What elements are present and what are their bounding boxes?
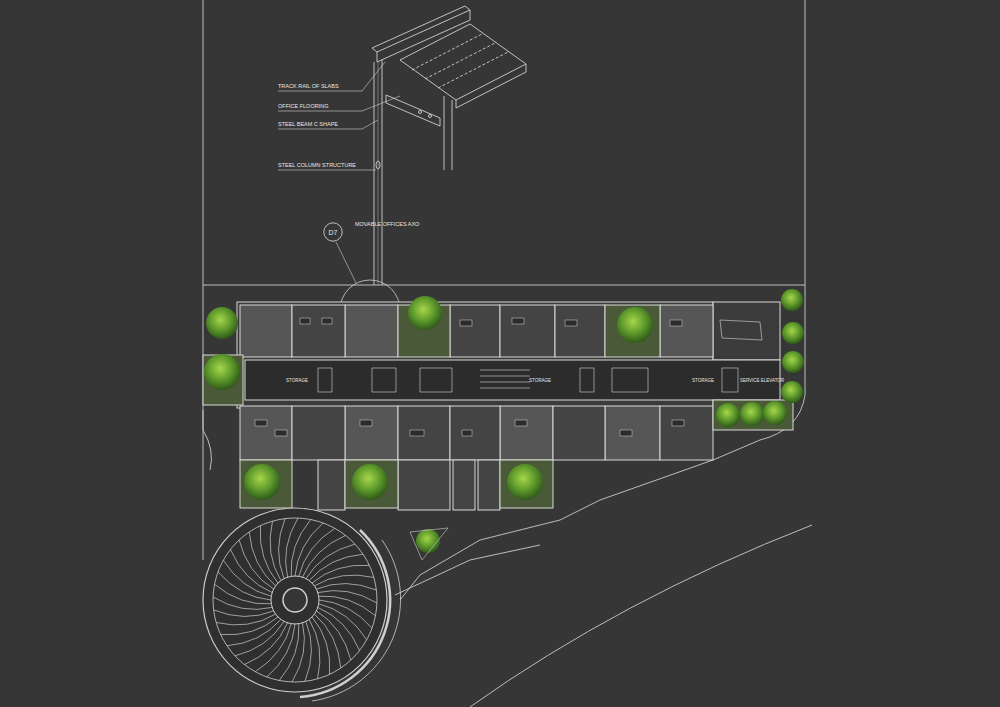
- trees: [204, 289, 804, 553]
- ramp-step: [260, 526, 278, 583]
- detail-title: MOVABLE OFFICES AXO: [355, 222, 419, 228]
- ramp-step: [312, 565, 369, 583]
- movable-office-axo: [372, 6, 526, 285]
- ramp-step: [230, 549, 272, 592]
- ramp-step: [319, 596, 376, 616]
- ramp-step: [244, 623, 287, 665]
- ramp-step: [319, 604, 367, 640]
- axo-label: TRACK RAIL OF SLABS: [278, 84, 339, 90]
- ramp-step: [221, 617, 278, 635]
- ramp-step: [312, 617, 330, 674]
- ramp-step: [318, 591, 377, 603]
- ramp-step: [309, 619, 320, 678]
- planter: [410, 528, 448, 560]
- ramp-step: [302, 535, 345, 577]
- ramp-step: [255, 624, 291, 672]
- ramp-step: [235, 621, 284, 655]
- ramp-step: [270, 521, 281, 580]
- building-plan: [203, 302, 793, 510]
- room-label: STORAGE: [529, 379, 551, 384]
- room-label: STORAGE: [286, 379, 308, 384]
- ramp-step: [316, 584, 376, 591]
- room-label: STORAGE: [692, 379, 714, 384]
- ramp-step: [314, 614, 340, 668]
- axo-label: STEEL COLUMN STRUCTURE: [278, 163, 356, 169]
- ramp-step: [223, 560, 271, 596]
- ramp-step: [306, 544, 355, 578]
- ramp-step: [309, 554, 363, 580]
- site-boundary: [203, 0, 812, 707]
- ramp-step: [239, 540, 273, 589]
- axo-label: OFFICE FLOORING: [278, 104, 328, 110]
- ramp-step: [227, 619, 281, 645]
- ramp-step: [316, 611, 350, 660]
- leader-lines: [278, 62, 400, 283]
- callout-circle: D7: [323, 222, 343, 242]
- ramp-step: [214, 610, 274, 617]
- ramp-step: [267, 624, 295, 677]
- ramp-step: [279, 519, 286, 579]
- ramp-step: [215, 584, 272, 604]
- ramp-step: [318, 607, 360, 650]
- ramp-step: [319, 600, 372, 628]
- ramp-step: [279, 624, 299, 681]
- ramp-step: [291, 520, 311, 577]
- ramp-step: [314, 575, 373, 586]
- ramp-step: [249, 532, 275, 586]
- ramp-step: [295, 523, 323, 576]
- axo-label: STEEL BEAM C SHAPE: [278, 122, 338, 128]
- callout-text: D7: [329, 229, 338, 236]
- spiral-ramp: [203, 508, 401, 701]
- ramp-step: [218, 572, 271, 600]
- room-label: SERVICE ELEVATOR: [740, 379, 784, 384]
- ramp-step: [299, 528, 335, 576]
- ramp-step: [305, 621, 312, 681]
- ramp-step: [216, 614, 275, 625]
